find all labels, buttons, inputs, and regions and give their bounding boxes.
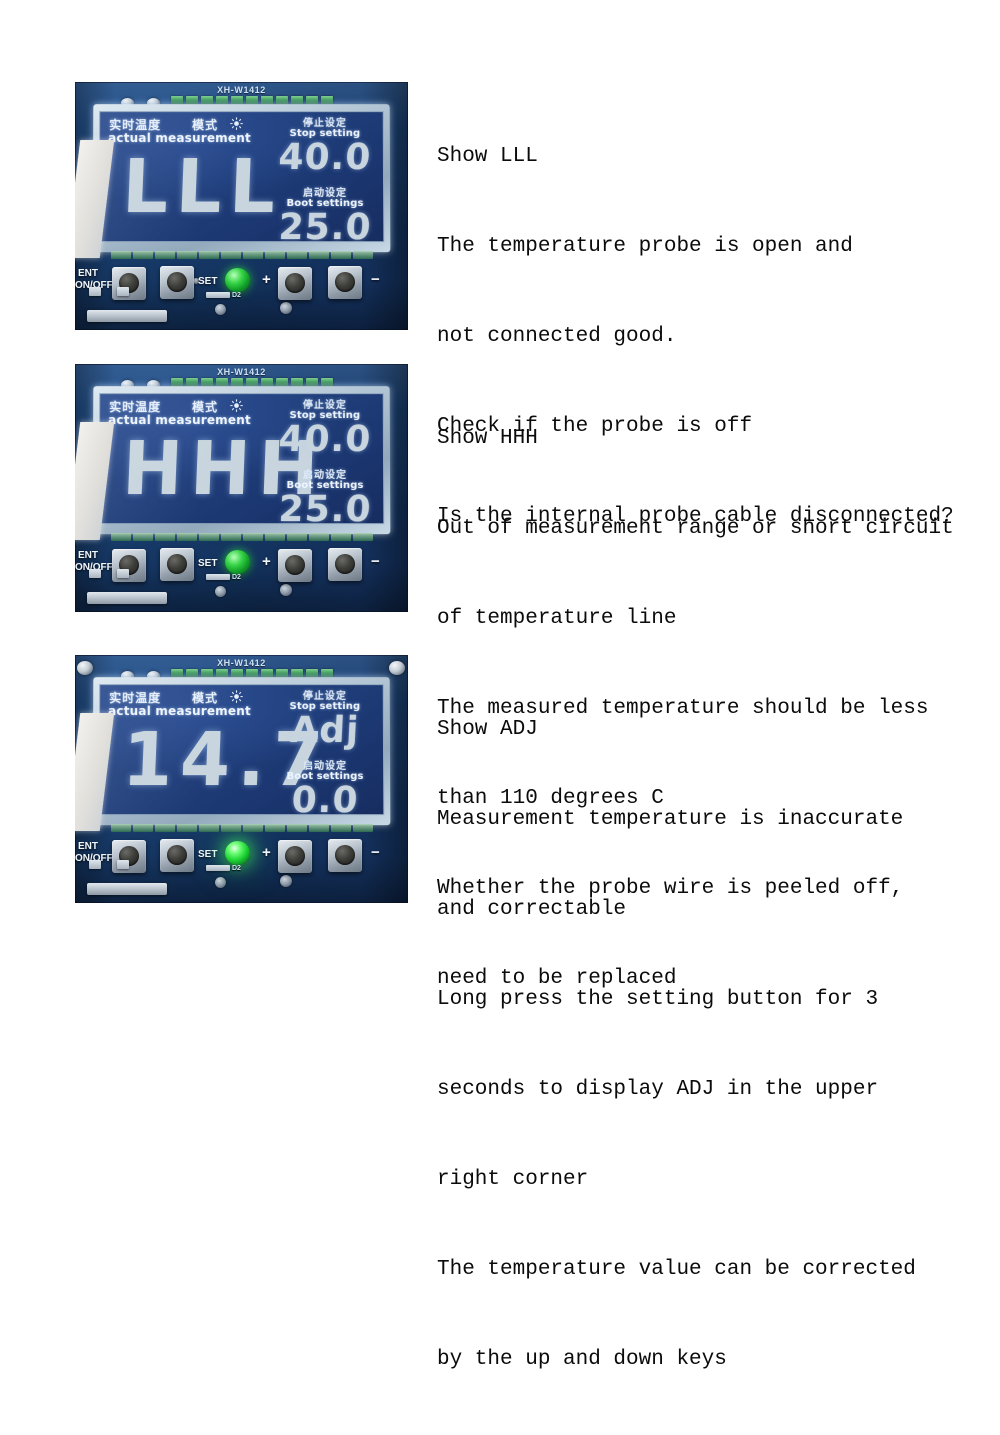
board-silk-pad [89, 287, 101, 296]
lcd-stop-label-cn: 停止设定 [273, 687, 377, 702]
lcd-stop-label-cn: 停止设定 [273, 396, 377, 411]
lcd-bottom-contact-strip [111, 823, 373, 833]
lcd-module: 实时温度 模式 actual measurement 14.7 [93, 677, 391, 825]
power-led [225, 841, 250, 865]
lcd-main-value: LLL [121, 150, 284, 224]
troubleshooting-row-hhh: XH-W1412 实时温度 模式 [0, 364, 1000, 614]
set-button-label: SET [198, 849, 217, 860]
minus-button[interactable] [328, 266, 362, 299]
board-silk-pad [89, 569, 101, 578]
plus-button-label: + [262, 556, 271, 567]
screw-terminal-connector [87, 592, 167, 604]
lcd-stop-setting-group: 停止设定 Stop setting 40.0 [273, 396, 377, 458]
lcd-boot-value: 25.0 [272, 492, 378, 524]
lcd-module: 实时温度 模式 actual measurement LLL [93, 104, 391, 252]
lcd-boot-setting-group: 启动设定 Boot settings 25.0 [273, 466, 377, 524]
desc-line: Show ADJ [437, 715, 997, 745]
lcd-screen: 实时温度 模式 actual measurement HHH [99, 393, 385, 524]
lcd-screen: 实时温度 模式 actual measurement LLL [99, 111, 385, 242]
set-button-label: SET [198, 276, 217, 287]
desc-line: by the up and down keys [437, 1345, 997, 1375]
lcd-stop-value: Adj [272, 713, 378, 749]
lcd-stop-setting-group: 停止设定 Stop setting Adj [273, 687, 377, 749]
lcd-bottom-contact-strip [111, 532, 373, 542]
set-button-label: SET [198, 558, 217, 569]
plus-button-label: + [262, 274, 271, 285]
ent-button-label-line1: ENT [78, 550, 98, 561]
lcd-title-en: actual measurement [108, 704, 251, 718]
controller-board-photo-hhh: XH-W1412 实时温度 模式 [75, 364, 408, 612]
lcd-boot-value: 25.0 [272, 210, 378, 242]
lcd-stop-value: 40.0 [272, 422, 378, 458]
board-silk-pad [117, 287, 129, 296]
description-adj: Show ADJ Measurement temperature is inac… [437, 655, 997, 1435]
desc-line: of temperature line [437, 604, 997, 634]
lcd-boot-value: 0.0 [272, 783, 378, 815]
controller-board-photo-adj: XH-W1412 实时温度 模式 [75, 655, 408, 903]
desc-line: Out of measurement range or short circui… [437, 514, 997, 544]
board-silk-pad [117, 860, 129, 869]
lcd-stop-value: 40.0 [272, 140, 378, 176]
board-model-label: XH-W1412 [75, 85, 408, 95]
desc-line: not connected good. [437, 322, 997, 352]
desc-line: Show LLL [437, 142, 997, 172]
screw-terminal-connector [87, 883, 167, 895]
screw-terminal-connector [87, 310, 167, 322]
lcd-boot-label-cn: 启动设定 [273, 466, 377, 481]
plus-button[interactable] [278, 549, 312, 582]
desc-line: Long press the setting button for 3 [437, 985, 997, 1015]
minus-button-label: − [371, 847, 380, 858]
lcd-title-en: actual measurement [108, 413, 251, 427]
board-silk-pad [206, 292, 230, 298]
minus-button[interactable] [328, 548, 362, 581]
lcd-stop-setting-group: 停止设定 Stop setting 40.0 [273, 114, 377, 176]
ent-button-label-line1: ENT [78, 268, 98, 279]
led-designator: D2 [232, 574, 241, 581]
desc-line: right corner [437, 1165, 997, 1195]
lcd-boot-setting-group: 启动设定 Boot settings 0.0 [273, 757, 377, 815]
board-silk-pad [89, 860, 101, 869]
lcd-boot-label-cn: 启动设定 [273, 757, 377, 772]
sun-icon [230, 399, 243, 412]
board-silk-pad [206, 574, 230, 580]
desc-line: Show HHH [437, 424, 997, 454]
minus-button-label: − [371, 274, 380, 285]
plus-button[interactable] [278, 840, 312, 873]
plus-button[interactable] [278, 267, 312, 300]
desc-line: Measurement temperature is inaccurate [437, 805, 997, 835]
led-designator: D2 [232, 292, 241, 299]
led-designator: D2 [232, 865, 241, 872]
lcd-boot-setting-group: 启动设定 Boot settings 25.0 [273, 184, 377, 242]
power-led [225, 550, 250, 574]
board-silk-pad [117, 569, 129, 578]
desc-line: The temperature value can be corrected [437, 1255, 997, 1285]
lcd-boot-label-cn: 启动设定 [273, 184, 377, 199]
minus-button[interactable] [328, 839, 362, 872]
set-button[interactable] [160, 548, 194, 581]
controller-board-photo-lll: XH-W1412 实时温度 模式 [75, 82, 408, 330]
set-button[interactable] [160, 839, 194, 872]
troubleshooting-row-lll: XH-W1412 实时温度 模式 [0, 82, 1000, 332]
board-model-label: XH-W1412 [75, 658, 408, 668]
desc-line: seconds to display ADJ in the upper [437, 1075, 997, 1105]
lcd-title-en: actual measurement [108, 131, 251, 145]
plus-button-label: + [262, 847, 271, 858]
lcd-screen: 实时温度 模式 actual measurement 14.7 [99, 684, 385, 815]
lcd-bottom-contact-strip [111, 250, 373, 260]
desc-line: and correctable [437, 895, 997, 925]
desc-line: The temperature probe is open and [437, 232, 997, 262]
troubleshooting-row-adj: XH-W1412 实时温度 模式 [0, 655, 1000, 905]
power-led [225, 268, 250, 292]
sun-icon [230, 117, 243, 130]
board-model-label: XH-W1412 [75, 367, 408, 377]
ent-button-label-line1: ENT [78, 841, 98, 852]
set-button[interactable] [160, 266, 194, 299]
minus-button-label: − [371, 556, 380, 567]
troubleshooting-guide-page: XH-W1412 实时温度 模式 [0, 0, 1000, 1000]
board-silk-pad [206, 865, 230, 871]
sun-icon [230, 690, 243, 703]
lcd-module: 实时温度 模式 actual measurement HHH [93, 386, 391, 534]
lcd-stop-label-cn: 停止设定 [273, 114, 377, 129]
